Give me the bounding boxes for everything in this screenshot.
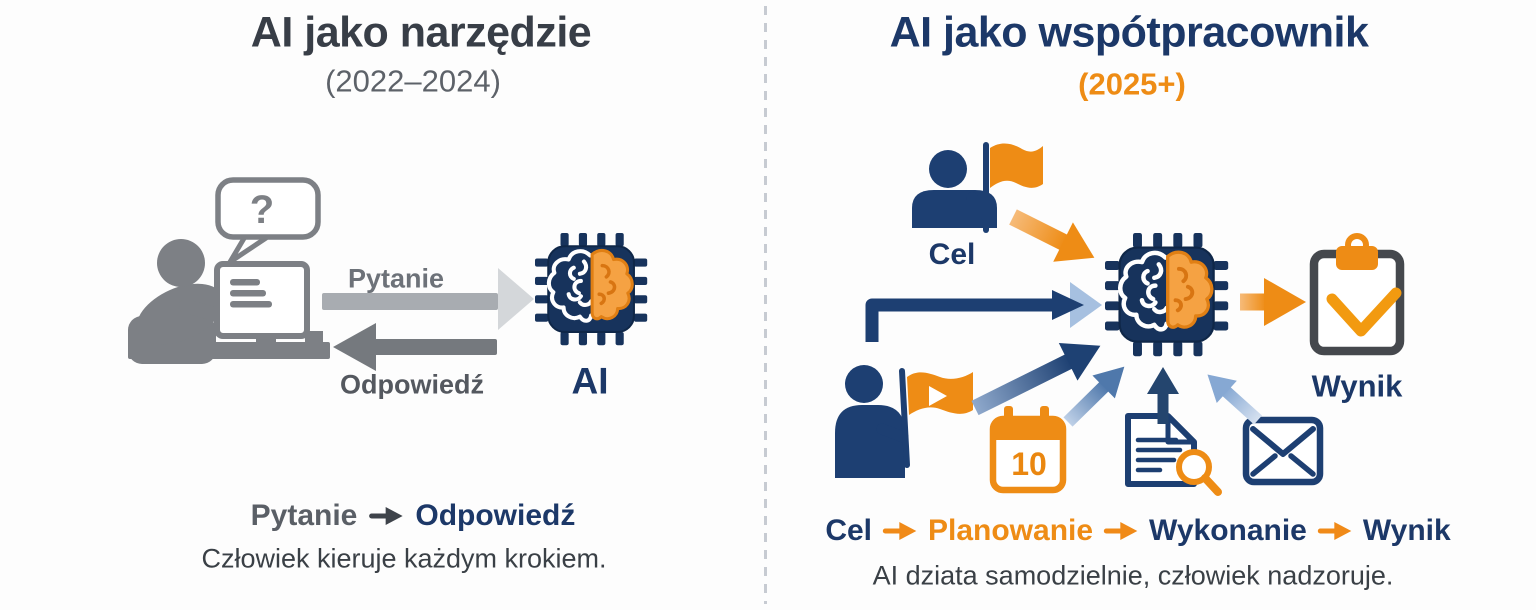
execute-arrow-icon xyxy=(971,342,1101,416)
result-label: Wynik xyxy=(1311,368,1403,404)
result-arrow-icon xyxy=(1240,278,1306,326)
goal-arrow-icon xyxy=(1009,209,1095,262)
document-search-icon xyxy=(1125,413,1222,496)
clipboard-check-icon xyxy=(1309,233,1405,356)
envelope-arrow-icon xyxy=(1207,374,1263,425)
left-flow-line: Pytanie Odpowiedź xyxy=(251,501,576,531)
right-caption: AI dziata samodzielnie, człowiek nadzoru… xyxy=(872,560,1394,591)
answer-arrow-icon xyxy=(333,323,497,371)
flow-step: Odpowiedź xyxy=(415,499,576,532)
calendar-icon xyxy=(989,406,1067,494)
calendar-arrow-icon xyxy=(1063,366,1125,427)
flow-step: Planowanie xyxy=(928,514,1094,547)
speech-bubble-icon xyxy=(215,177,321,265)
calendar-day-label: 10 xyxy=(1011,446,1047,482)
orange-flag-icon xyxy=(990,143,1043,188)
checkmark-icon xyxy=(1326,287,1402,337)
flow-arrow-icon xyxy=(1103,522,1138,540)
right-illustration xyxy=(835,142,1405,496)
flow-arrow-icon xyxy=(368,507,403,525)
flow-step: Wynik xyxy=(1362,514,1451,547)
right-subtitle: (2025+) xyxy=(1078,66,1186,102)
flow-arrow-icon xyxy=(882,522,916,540)
play-icon xyxy=(929,386,947,406)
question-arrow-icon xyxy=(322,268,534,330)
right-title: AI jako wspótpracownik xyxy=(889,8,1369,57)
left-caption: Człowiek kieruje każdym krokiem. xyxy=(201,543,607,574)
left-subtitle: (2022–2024) xyxy=(325,63,501,99)
goal-label: Cel xyxy=(928,238,976,271)
flow-step: Pytanie xyxy=(250,499,358,532)
goal-person-flag-icon xyxy=(912,142,1043,233)
ai-chip-icon xyxy=(1105,233,1228,356)
start-person-play-flag-icon xyxy=(835,365,973,478)
envelope-icon xyxy=(1242,416,1324,486)
document-arrow-icon xyxy=(1147,367,1179,424)
panel-divider xyxy=(764,6,767,604)
flow-arrow-icon xyxy=(1317,522,1351,540)
response-arrow-label: Odpowiedź xyxy=(340,369,484,400)
monitor-icon xyxy=(214,261,310,339)
chip-label: AI xyxy=(571,360,609,402)
question-mark-label: ? xyxy=(249,188,275,232)
magnifier-icon xyxy=(1176,449,1212,485)
ai-chip-icon xyxy=(535,233,647,345)
right-flow-line: Cel Planowanie Wykonanie Wynik xyxy=(825,516,1450,546)
left-illustration xyxy=(128,177,680,371)
flow-step: Cel xyxy=(825,514,872,547)
request-arrow-label: Pytanie xyxy=(347,263,445,294)
left-title: AI jako narzędzie xyxy=(250,8,592,57)
elbow-arrow-icon xyxy=(865,282,1102,342)
flow-step: Wykonanie xyxy=(1149,514,1307,547)
